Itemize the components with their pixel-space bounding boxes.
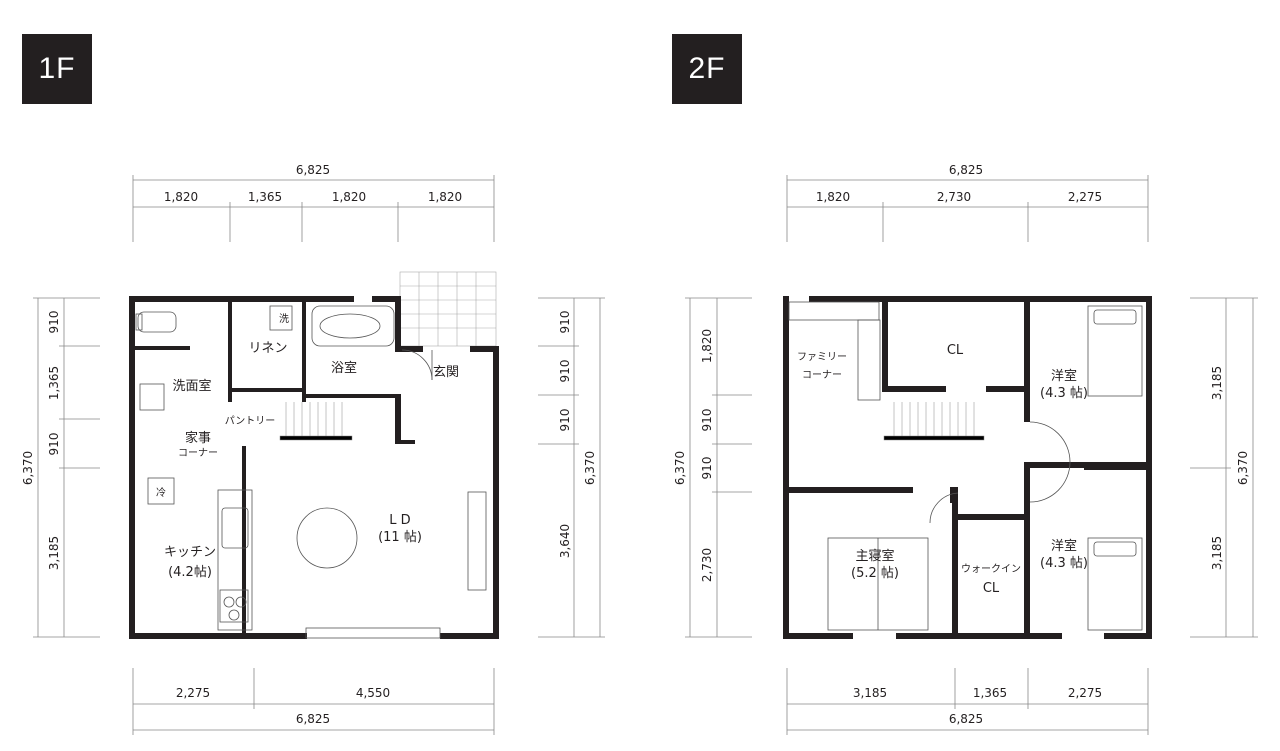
floor2-left-seg-2: 910: [700, 409, 714, 432]
floor1-top-seg-4: 1,820: [428, 190, 462, 204]
floor1-room-entrance: 玄関: [433, 365, 459, 380]
floor2-walls: [783, 296, 1152, 639]
floor1-fixtures: [135, 305, 487, 639]
floor2-left-dimension-lines: [685, 297, 752, 638]
floor1-porch-tiles: [399, 271, 497, 347]
floor2-top-dimension-lines: [786, 175, 1149, 242]
floor2-right-total: 6,370: [1236, 451, 1250, 485]
floor1-left-dimension-lines: [33, 297, 100, 638]
floor1-right-seg-2: 910: [558, 360, 572, 383]
floor2-badge: 2F: [672, 34, 742, 104]
floor2-bottom-seg-2: 1,365: [973, 686, 1007, 700]
floor1-badge: 1F: [22, 34, 92, 104]
floor2-left-total: 6,370: [673, 451, 687, 485]
floor1-bottom-total: 6,825: [296, 712, 330, 726]
floor1-left-seg-4: 3,185: [47, 536, 61, 570]
floor2-room-family-1: ファミリー: [797, 352, 847, 363]
floor1-top-seg-1: 1,820: [164, 190, 198, 204]
floor2-room-master-1: 主寝室: [855, 548, 894, 564]
floor1-bottom-seg-2: 4,550: [356, 686, 390, 700]
floor1-room-pantry: パントリー: [225, 415, 276, 427]
floor1-right-seg-4: 3,640: [558, 524, 572, 558]
floor2-room-walkin-1: ウォークイン: [961, 563, 1021, 575]
floor1-walls: [129, 296, 499, 639]
floor2-right-seg-2: 3,185: [1210, 536, 1224, 570]
floor1-room-housework-2: コーナー: [178, 447, 218, 459]
floor2-room-master-2: (5.2 帖): [851, 566, 899, 581]
floor2-bottom-total: 6,825: [949, 712, 983, 726]
floor2-bottom-seg-3: 2,275: [1068, 686, 1102, 700]
floor1-room-wash-small: 洗: [279, 313, 289, 325]
floor1-stairs: [279, 402, 353, 441]
floor2-stairs: [883, 402, 985, 441]
floor1-top-dimension-lines: [132, 175, 495, 242]
floor2-room-walkin-2: CL: [983, 581, 1000, 596]
floor2-room-western-b-2: (4.3 帖): [1040, 556, 1088, 571]
floor1-room-kitchen-1: キッチン: [164, 545, 216, 560]
floor2-fixtures: [788, 301, 1143, 631]
floor1-room-housework-1: 家事: [185, 430, 211, 446]
floor1-top-seg-2: 1,365: [248, 190, 282, 204]
floor1-plan: 6,825 1,820 1,365 1,820 1,820 2,275 4,55…: [21, 163, 605, 735]
floor1-room-linen: リネン: [248, 341, 287, 356]
floor1-right-dimension-lines: [538, 297, 605, 638]
floor2-right-seg-1: 3,185: [1210, 366, 1224, 400]
floor2-right-dimension-lines: [1190, 297, 1258, 638]
floor1-left-seg-3: 910: [47, 433, 61, 456]
floor2-bottom-dimension-lines: [786, 668, 1149, 735]
floor1-left-total: 6,370: [21, 451, 35, 485]
floor2-room-western-a-1: 洋室: [1051, 368, 1077, 384]
floor1-right-seg-3: 910: [558, 409, 572, 432]
floor1-right-total: 6,370: [583, 451, 597, 485]
floor2-plan: 6,825 1,820 2,730 2,275 3,185 1,365 2,27…: [673, 163, 1258, 735]
floor1-left-seg-2: 1,365: [47, 366, 61, 400]
floor2-room-western-a-2: (4.3 帖): [1040, 386, 1088, 401]
floor1-room-washroom: 洗面室: [172, 378, 211, 394]
floor2-left-seg-1: 1,820: [700, 329, 714, 363]
floor2-room-closet: CL: [947, 343, 964, 358]
floor2-left-seg-4: 2,730: [700, 548, 714, 582]
floor1-top-total: 6,825: [296, 163, 330, 177]
floor1-room-ld-1: L D: [389, 513, 410, 528]
floor1-right-seg-1: 910: [558, 311, 572, 334]
floor2-top-seg-3: 2,275: [1068, 190, 1102, 204]
floor1-room-ld-2: (11 帖): [378, 530, 422, 545]
floor2-room-western-b-1: 洋室: [1051, 538, 1077, 554]
floor1-bottom-seg-1: 2,275: [176, 686, 210, 700]
floor2-bottom-seg-1: 3,185: [853, 686, 887, 700]
floor2-room-family-2: コーナー: [802, 369, 842, 381]
floor2-top-seg-1: 1,820: [816, 190, 850, 204]
floor1-room-bath: 浴室: [331, 360, 357, 376]
floor2-top-total: 6,825: [949, 163, 983, 177]
floor1-top-seg-3: 1,820: [332, 190, 366, 204]
floor1-room-kitchen-2: (4.2帖): [168, 565, 212, 580]
floor2-left-seg-3: 910: [700, 457, 714, 480]
floor2-top-seg-2: 2,730: [937, 190, 971, 204]
floor1-left-seg-1: 910: [47, 311, 61, 334]
floor1-bottom-dimension-lines: [132, 668, 495, 735]
floor1-room-fridge: 冷: [156, 486, 166, 499]
